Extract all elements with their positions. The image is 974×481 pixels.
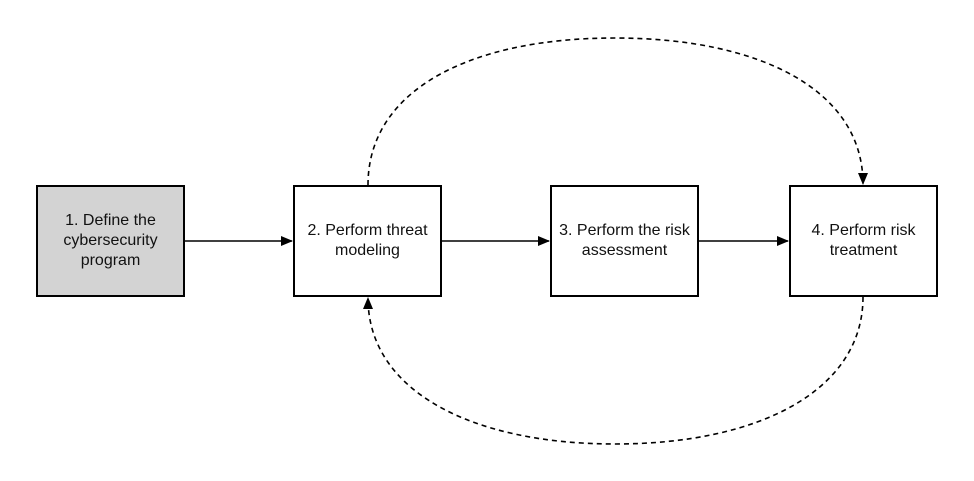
- step-label: 1. Define the cybersecurity program: [63, 212, 158, 269]
- step-box-risk-treatment: 4. Perform risk treatment: [789, 185, 938, 297]
- step-box-define-program: 1. Define the cybersecurity program: [36, 185, 185, 297]
- step-label: 4. Perform risk treatment: [811, 222, 916, 259]
- dashed-arrow-step2-to-step4: [367, 37, 868, 186]
- step-box-threat-modeling: 2. Perform threat modeling: [293, 185, 442, 297]
- step-label: 2. Perform threat modeling: [307, 222, 428, 259]
- step-box-risk-assessment: 3. Perform the risk assessment: [550, 185, 699, 297]
- dashed-arrow-step4-to-step2: [363, 296, 864, 445]
- step-label: 3. Perform the risk assessment: [559, 222, 690, 259]
